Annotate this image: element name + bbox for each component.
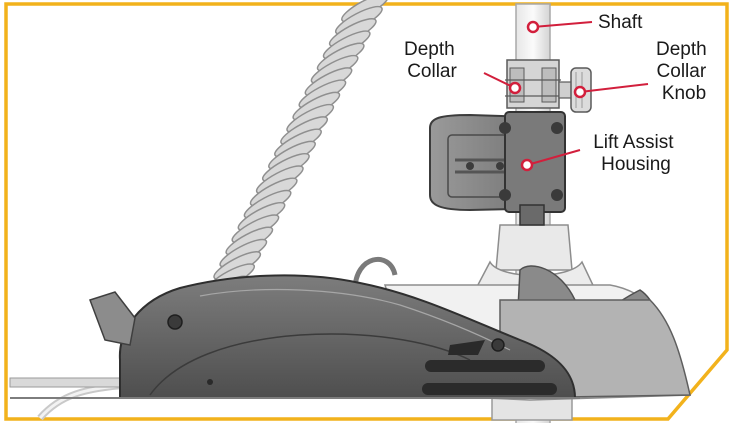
screw [499, 122, 511, 134]
side-connector [89, 291, 136, 346]
vent-slot [425, 360, 545, 372]
screw [491, 338, 505, 352]
callout-label-lift-assist-housing: Lift Assist Housing [593, 132, 679, 175]
callout-label-shaft: Shaft [598, 12, 643, 33]
screw [499, 189, 511, 201]
screw [551, 122, 563, 134]
body-groove [149, 333, 471, 396]
lift-assist-housing [429, 111, 566, 226]
callout-dot-depth-collar-knob [573, 85, 587, 99]
screw [551, 189, 563, 201]
screw [207, 379, 213, 385]
callouts [483, 20, 649, 172]
vent-slot [422, 383, 557, 395]
callout-dot-depth-collar [508, 81, 522, 95]
callout-label-depth-collar: Depth Collar [404, 39, 460, 82]
body-highlight [199, 288, 511, 351]
latch [448, 340, 485, 355]
cable-loop [352, 256, 398, 291]
frame-border [4, 2, 729, 421]
callout-label-depth-collar-knob: Depth Collar Knob [656, 39, 712, 104]
coiled-cable [201, 0, 389, 305]
callout-dot-lift-assist-housing [520, 158, 534, 172]
callout-dot-shaft [526, 20, 540, 34]
screw [167, 314, 183, 330]
